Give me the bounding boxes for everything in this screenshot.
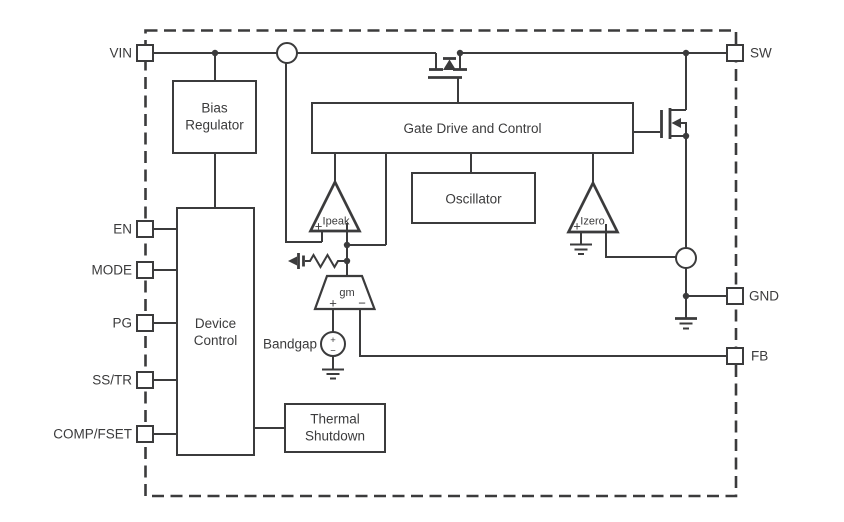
bandgap-source-icon: [320, 331, 346, 357]
high-side-fet: [428, 53, 467, 103]
pin-pg: PG: [112, 314, 154, 332]
oscillator-block: Oscillator: [411, 172, 536, 224]
fb-pin-label: FB: [751, 349, 768, 364]
pin-sstr: SS/TR: [92, 371, 154, 389]
comp-resistor-icon: [305, 253, 347, 269]
gm-amplifier: [313, 274, 377, 311]
pin-gnd: GND: [726, 287, 779, 305]
ground-symbol-main: [675, 317, 697, 330]
sw-pin-label: SW: [750, 46, 772, 61]
ground-net-wires: [685, 136, 727, 318]
ipeak-plus-sign: +: [315, 219, 323, 234]
vin-rail-wires: [153, 52, 727, 208]
bandgap-label: Bandgap: [263, 337, 317, 352]
izero-label: Izero: [580, 216, 604, 228]
current-sense-top-icon: [276, 42, 298, 64]
pin-mode: MODE: [92, 261, 154, 279]
pin-fb: FB: [726, 347, 768, 365]
pg-pin-label: PG: [112, 316, 132, 331]
ground-symbol-izero: [570, 243, 592, 255]
gm-wires: [332, 309, 727, 369]
pin-en: EN: [113, 220, 154, 238]
bias-regulator-label-line2: Regulator: [185, 118, 244, 133]
device-control-label-line2: Control: [194, 333, 238, 348]
thermal-shutdown-block: Thermal Shutdown: [284, 403, 386, 453]
bias-regulator-block: Bias Regulator: [172, 80, 257, 154]
device-control-pin-wires: [153, 228, 285, 435]
bandgap-minus-sign: −: [330, 346, 336, 357]
device-control-label-line1: Device: [195, 316, 236, 331]
body-arrow-icon: [671, 118, 681, 128]
ipeak-label: Ipeak: [323, 216, 350, 228]
compfset-pin-label: COMP/FSET: [53, 427, 132, 442]
pin-sw: SW: [726, 44, 772, 62]
pin-vin: VIN: [109, 44, 154, 62]
comp-arrow-icon: [288, 256, 297, 266]
gate-drive-block: Gate Drive and Control: [311, 102, 634, 154]
gm-label: gm: [339, 287, 354, 299]
gnd-pin-label: GND: [749, 289, 779, 304]
body-diode-icon: [443, 59, 456, 70]
gate-drive-label: Gate Drive and Control: [403, 121, 541, 136]
bias-regulator-label-line1: Bias: [201, 101, 228, 116]
bandgap-plus-sign: +: [330, 335, 336, 346]
thermal-shutdown-label-line2: Shutdown: [305, 429, 365, 444]
junction-dots: [211, 49, 690, 300]
vin-pin-label: VIN: [109, 46, 132, 61]
current-sense-bottom-icon: [675, 247, 697, 269]
ground-symbol-bandgap: [322, 368, 344, 380]
pin-compfset: COMP/FSET: [53, 425, 154, 443]
gm-minus-sign: −: [358, 296, 366, 311]
gm-plus-sign: +: [329, 296, 337, 311]
device-control-block: Device Control: [176, 207, 255, 456]
izero-plus-sign: +: [573, 219, 581, 234]
compensation-network: [288, 253, 347, 269]
izero-comparator: [566, 179, 620, 234]
mode-pin-label: MODE: [92, 263, 133, 278]
izero-wires: [580, 153, 676, 258]
low-side-fet: [633, 108, 687, 139]
sstr-pin-label: SS/TR: [92, 373, 132, 388]
thermal-shutdown-label-line1: Thermal: [310, 412, 360, 427]
en-pin-label: EN: [113, 222, 132, 237]
ipeak-comparator: [308, 178, 362, 233]
oscillator-label: Oscillator: [445, 192, 502, 207]
